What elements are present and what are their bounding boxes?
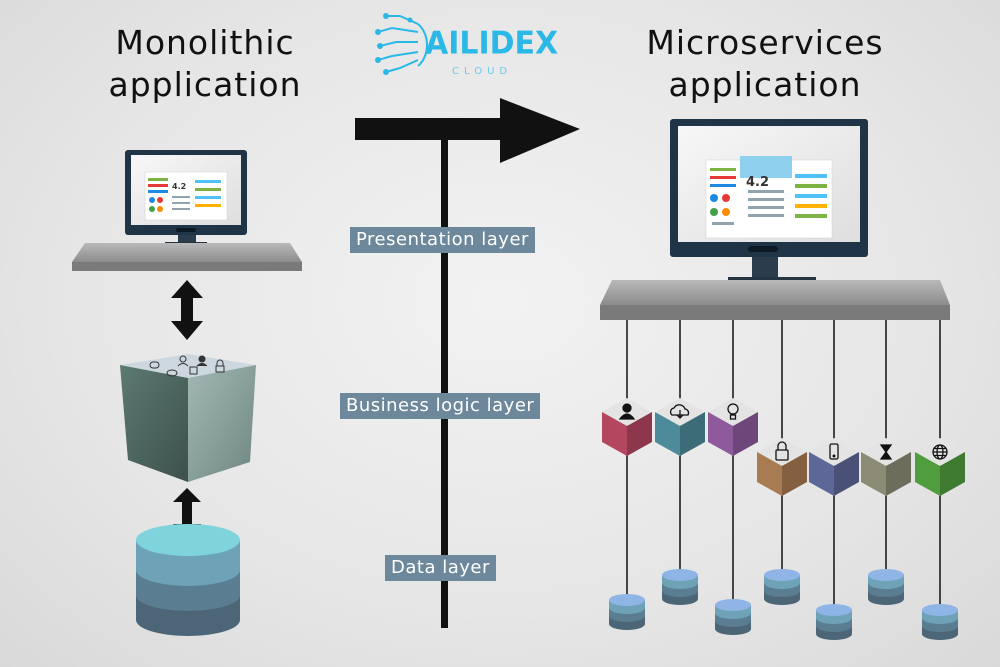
logo-subtext: CLOUD xyxy=(452,66,513,77)
monolith-shelf xyxy=(72,243,302,271)
screen-rating-small: 4.2 xyxy=(172,182,186,191)
lock-icon xyxy=(775,441,789,461)
microservice-lock xyxy=(757,320,807,605)
cube-left xyxy=(861,452,886,496)
db-top xyxy=(816,604,852,616)
cube-right xyxy=(733,412,758,456)
db-top xyxy=(922,604,958,616)
screen-rating-large: 4.2 xyxy=(746,175,769,190)
service-cube xyxy=(861,438,911,496)
microservice-globe xyxy=(915,320,965,640)
data-layer-label: Data layer xyxy=(385,555,496,581)
db-top xyxy=(715,599,751,611)
bulb-globe xyxy=(727,403,739,415)
cloud-download-icon xyxy=(669,404,690,419)
transition-arrow xyxy=(355,98,580,163)
lock-body xyxy=(775,449,789,461)
service-cube xyxy=(757,438,807,496)
service-database xyxy=(715,599,751,635)
microservice-hourglass xyxy=(861,320,911,605)
double-arrow-top xyxy=(171,280,203,340)
cube-left xyxy=(915,452,940,496)
service-database xyxy=(764,569,800,605)
cube-right xyxy=(886,452,911,496)
monolith-cube xyxy=(120,354,256,482)
db-top xyxy=(609,594,645,606)
db-top xyxy=(662,569,698,581)
cube-left xyxy=(655,412,680,456)
user-icon xyxy=(618,403,636,420)
business-logic-layer-label: Business logic layer xyxy=(340,393,541,419)
service-database xyxy=(922,604,958,640)
microservices-title: Microservices application xyxy=(646,23,884,104)
cube-left xyxy=(602,412,627,456)
phone-body xyxy=(829,443,839,460)
microservice-lightbulb xyxy=(708,320,758,635)
logo-text: AILIDEX xyxy=(425,25,559,62)
cube-right xyxy=(680,412,705,456)
cube-right xyxy=(782,452,807,496)
layer-divider-line xyxy=(441,140,448,628)
cloud-outline xyxy=(669,404,690,416)
db-top xyxy=(764,569,800,581)
cube-left xyxy=(708,412,733,456)
microservice-user xyxy=(602,320,652,630)
monolith-monitor: 4.2 xyxy=(125,150,247,246)
cube-left xyxy=(809,452,834,496)
service-cube xyxy=(708,398,758,456)
hourglass-icon xyxy=(879,444,893,460)
microservice-cloud-download xyxy=(655,320,705,605)
mobile-phone-icon xyxy=(829,443,839,460)
service-database xyxy=(609,594,645,630)
lock-shackle xyxy=(777,441,787,450)
microservices-monitor: 4.2 xyxy=(670,119,868,284)
service-cube xyxy=(655,398,705,456)
service-database xyxy=(662,569,698,605)
cube-right xyxy=(834,452,859,496)
db-top xyxy=(868,569,904,581)
lightbulb-icon xyxy=(727,403,739,420)
microservice-mobile-phone xyxy=(809,320,859,640)
cube-right xyxy=(940,452,965,496)
presentation-layer-label: Presentation layer xyxy=(350,227,535,253)
hourglass-shape xyxy=(879,444,893,460)
monolith-database xyxy=(136,524,240,636)
download-arrow xyxy=(676,410,684,419)
user-icon-head xyxy=(622,403,632,413)
service-cube xyxy=(915,438,965,496)
microservices-group xyxy=(602,320,965,640)
user-icon-body xyxy=(618,413,636,420)
monolithic-title: Monolithic application xyxy=(108,23,302,104)
service-cube xyxy=(809,438,859,496)
globe-icon xyxy=(932,444,948,460)
cube-left xyxy=(757,452,782,496)
service-cube xyxy=(602,398,652,456)
phone-button xyxy=(832,454,836,458)
service-database xyxy=(816,604,852,640)
cube-right xyxy=(627,412,652,456)
microservices-shelf xyxy=(600,280,950,320)
service-database xyxy=(868,569,904,605)
bulb-base xyxy=(729,414,737,420)
globe-latitudes xyxy=(933,447,947,457)
